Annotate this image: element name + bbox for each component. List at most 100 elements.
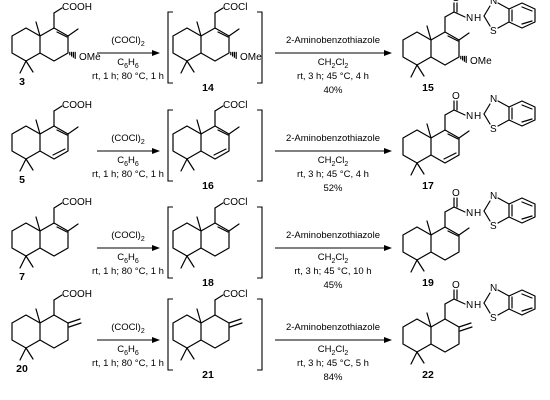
gem-methyl bbox=[186, 158, 195, 171]
step2-conditions: rt, 3 h; 45 °C, 4 h bbox=[297, 169, 369, 180]
methyl bbox=[458, 130, 470, 139]
ring-b-bond bbox=[200, 314, 216, 324]
methyl bbox=[67, 223, 79, 232]
gem-methyl bbox=[19, 158, 27, 172]
ring-b bbox=[200, 27, 230, 62]
right-bracket bbox=[257, 109, 263, 182]
start-structure: COOH bbox=[11, 100, 92, 172]
start-structure: COOH bbox=[11, 289, 92, 361]
carbonyl-link bbox=[214, 294, 224, 301]
intermediate-brackets bbox=[167, 206, 263, 279]
compound-number: 19 bbox=[422, 277, 434, 289]
ring-b bbox=[39, 27, 69, 62]
amide-n-bond bbox=[453, 206, 466, 213]
reaction-yield: 40% bbox=[323, 85, 343, 96]
thiazole-bond bbox=[497, 216, 510, 224]
sulfur-label: S bbox=[490, 124, 497, 135]
double-bond bbox=[443, 152, 457, 160]
product-structure: ONHNSOMe bbox=[402, 0, 536, 78]
benzene-solvent: C6H6 bbox=[117, 252, 139, 265]
arrow-head bbox=[152, 337, 160, 343]
oxalyl-chloride-reagent: (COCl)2 bbox=[111, 133, 145, 146]
methyl bbox=[228, 28, 240, 37]
benzene-solvent: C6H6 bbox=[117, 155, 139, 168]
arrow-head bbox=[152, 148, 160, 154]
arrow-head bbox=[384, 337, 392, 343]
compound-number: 5 bbox=[19, 174, 25, 186]
thiazole-bond bbox=[483, 210, 491, 222]
intermediate-structure: COCl bbox=[172, 197, 247, 269]
step2-arrow bbox=[275, 337, 392, 343]
ome-label: OMe bbox=[79, 52, 101, 63]
angular-methyl bbox=[426, 123, 432, 139]
compound-number: 7 bbox=[19, 271, 25, 283]
thiazole-bond bbox=[497, 119, 510, 127]
step1-arrow bbox=[97, 245, 160, 251]
nitrogen-label: N bbox=[466, 208, 473, 219]
aromatic bbox=[521, 201, 533, 207]
thiazole-bond bbox=[483, 15, 491, 27]
ring-b bbox=[430, 31, 460, 66]
left-bracket bbox=[167, 206, 173, 279]
angular-methyl bbox=[196, 216, 202, 232]
angular-methyl bbox=[196, 21, 202, 37]
ring-a bbox=[11, 27, 41, 62]
hydrogen-label: H bbox=[474, 300, 481, 311]
step2-arrow bbox=[275, 148, 392, 154]
hydrogen-label: H bbox=[474, 111, 481, 122]
methyl bbox=[228, 126, 240, 135]
compound-number: 18 bbox=[202, 277, 214, 289]
compound-number: 14 bbox=[202, 82, 214, 94]
thiazole-bond bbox=[483, 5, 491, 17]
reaction-yield: 52% bbox=[323, 183, 343, 194]
gem-methyl bbox=[19, 60, 27, 74]
hydrogen-label: H bbox=[474, 13, 481, 24]
angular-methyl bbox=[426, 220, 432, 236]
amide-link bbox=[444, 11, 455, 18]
exo-methylene bbox=[458, 322, 472, 328]
left-bracket bbox=[167, 298, 173, 371]
ring-b-bond bbox=[430, 129, 446, 139]
aminobenzothiazole-reagent: 2-Aminobenzothiazole bbox=[286, 322, 380, 333]
ring-b bbox=[200, 125, 230, 160]
benzene-ring bbox=[508, 100, 536, 127]
intermediate-brackets bbox=[167, 11, 263, 84]
ring-b bbox=[430, 318, 460, 353]
start-structure: COOH bbox=[11, 197, 92, 269]
intermediate-brackets bbox=[167, 298, 263, 371]
reaction-yield: 84% bbox=[323, 372, 343, 383]
exo-methylene bbox=[67, 318, 81, 324]
aromatic bbox=[521, 307, 533, 312]
exo-methylene bbox=[228, 318, 242, 324]
left-bracket bbox=[167, 109, 173, 182]
thiazole-bond bbox=[497, 100, 510, 108]
left-bracket bbox=[167, 11, 173, 84]
gem-methyl bbox=[410, 162, 418, 176]
thiazole-bond bbox=[483, 302, 491, 314]
ring-b-bond bbox=[39, 314, 55, 324]
sulfur-label: S bbox=[490, 313, 497, 324]
intermediate-brackets bbox=[167, 109, 263, 182]
methyl bbox=[458, 227, 470, 236]
gem-methyl bbox=[25, 158, 34, 171]
exo-methylene bbox=[68, 322, 82, 328]
thiazole-bond bbox=[483, 113, 491, 125]
cocl-label: COCl bbox=[223, 100, 247, 111]
thiazole-bond bbox=[497, 21, 510, 29]
nitrogen-label: N bbox=[466, 300, 473, 311]
ring-a bbox=[402, 31, 432, 66]
double-bond bbox=[217, 226, 229, 233]
angular-methyl bbox=[35, 308, 41, 324]
compound-number: 20 bbox=[16, 363, 28, 375]
amide-n-bond bbox=[453, 11, 466, 18]
thiazole-n-label: N bbox=[490, 94, 497, 105]
step1-arrow bbox=[97, 337, 160, 343]
gem-methyl bbox=[25, 60, 34, 73]
step1-arrow bbox=[97, 148, 160, 154]
ring-a bbox=[402, 226, 432, 261]
gem-methyl bbox=[19, 347, 27, 361]
methyl bbox=[67, 126, 79, 135]
aromatic bbox=[521, 293, 533, 299]
ring-b bbox=[39, 125, 69, 160]
carbonyl-link bbox=[53, 294, 63, 301]
